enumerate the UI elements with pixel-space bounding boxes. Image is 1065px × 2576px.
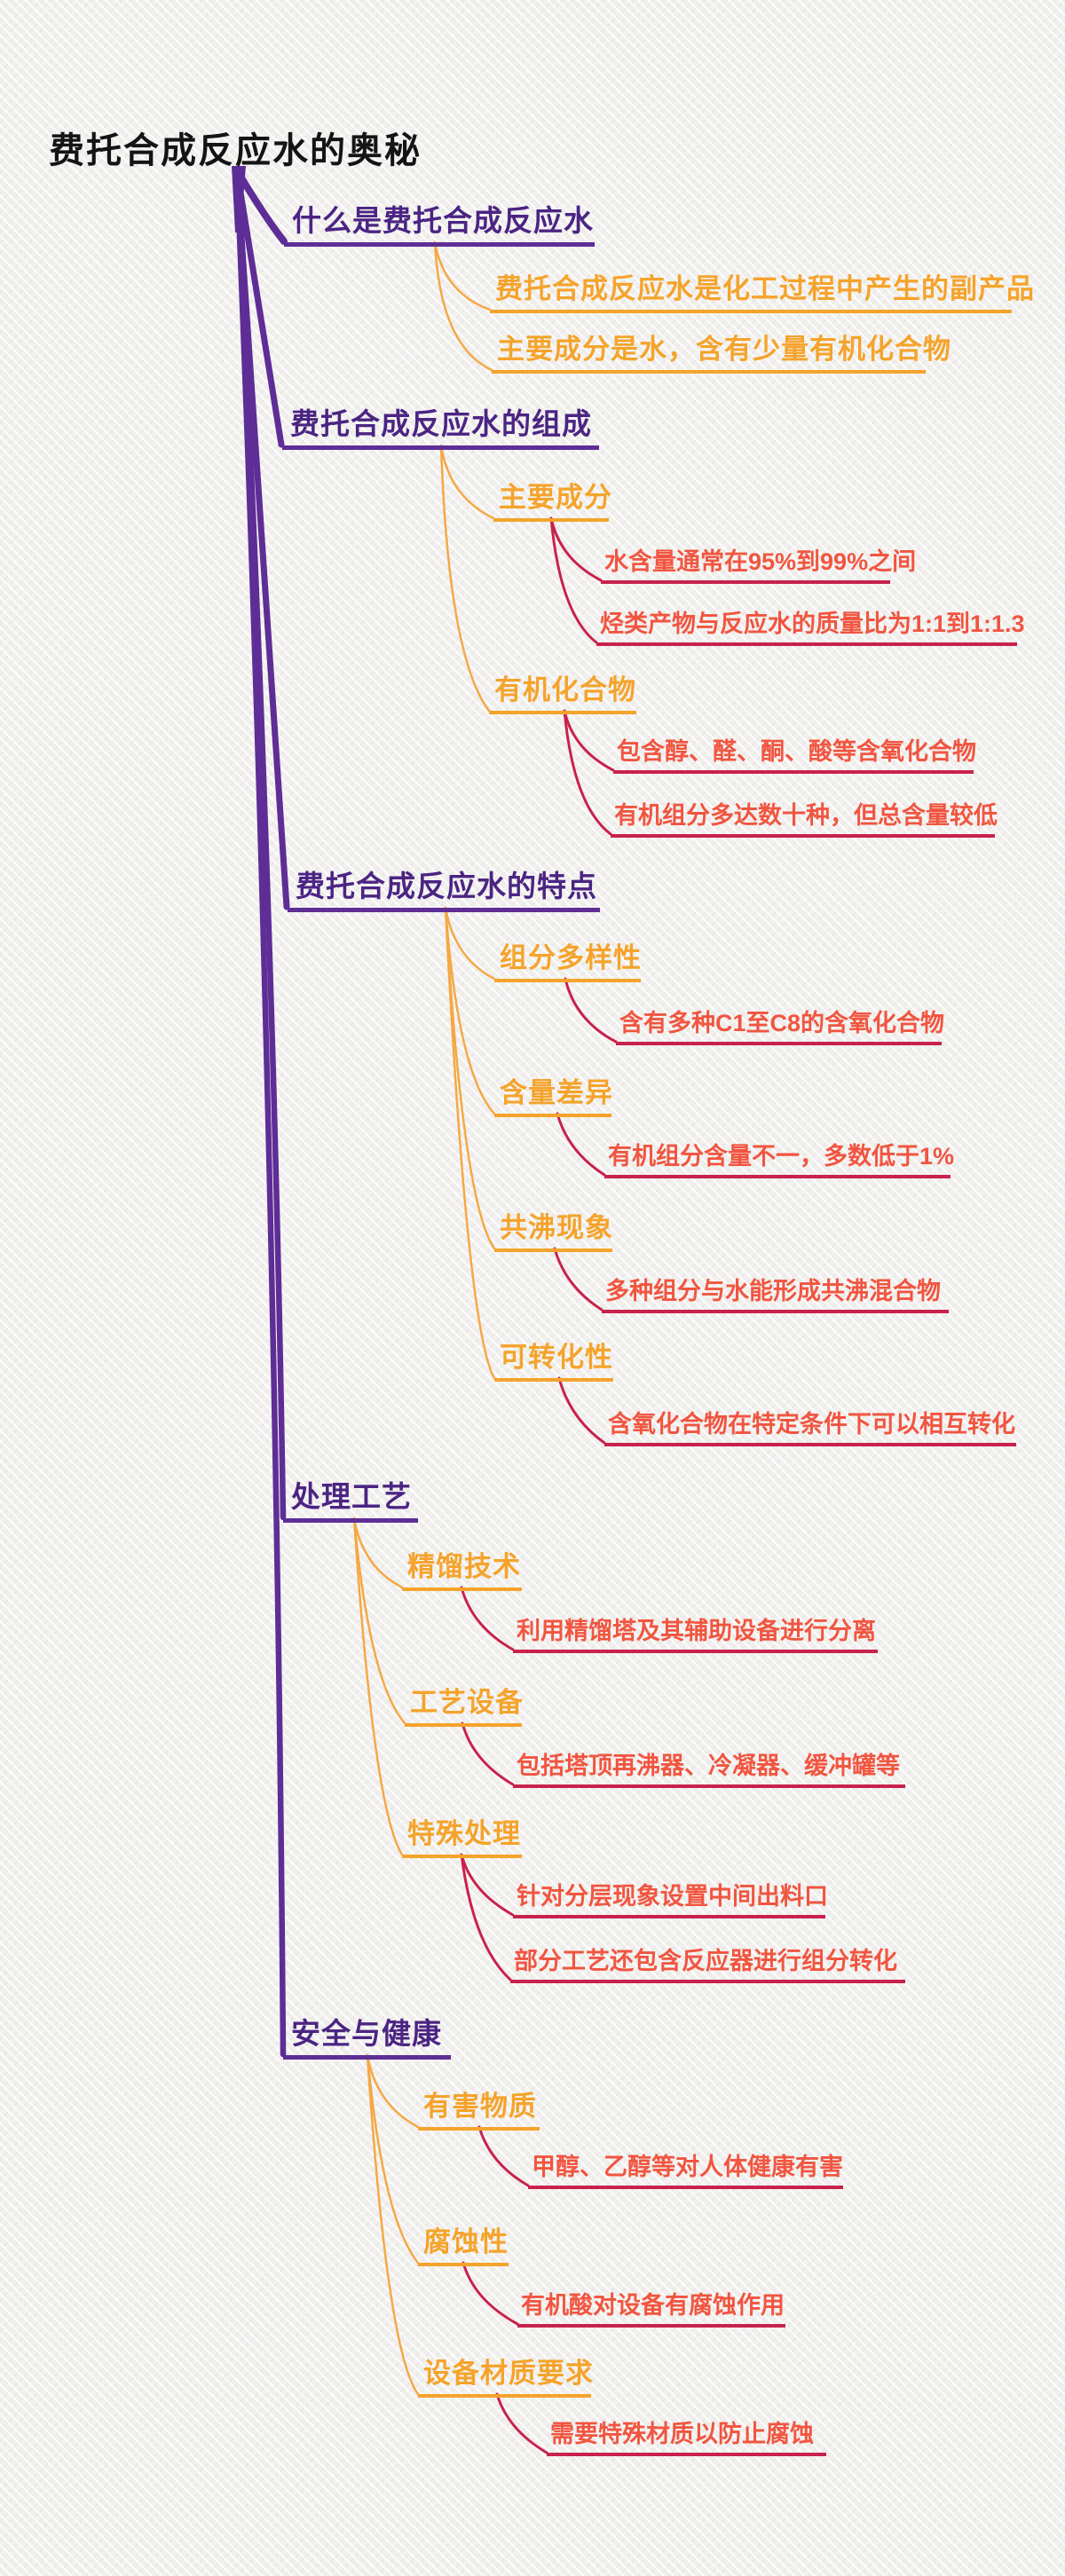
detail-connectors <box>460 516 618 2454</box>
detail-node[interactable]: 部分工艺还包含反应器进行组分转化 <box>510 1950 905 1983</box>
detail-node[interactable]: 有机酸对设备有腐蚀作用 <box>517 2294 785 2328</box>
detail-node[interactable]: 有机组分含量不一，多数低于1% <box>604 1145 954 1178</box>
subtopic-node[interactable]: 腐蚀性 <box>418 2228 509 2266</box>
subtopic-node[interactable]: 工艺设备 <box>405 1689 523 1727</box>
detail-node[interactable]: 多种组分与水能形成共沸混合物 <box>602 1280 949 1313</box>
branch-node[interactable]: 处理工艺 <box>283 1482 418 1523</box>
subtopic-node[interactable]: 有害物质 <box>418 2092 540 2131</box>
detail-node[interactable]: 包含醇、醛、酮、酸等含氧化合物 <box>613 740 976 774</box>
subtopic-node[interactable]: 主要成分是水，含有少量有机化合物 <box>492 335 951 374</box>
subtopic-node[interactable]: 精馏技术 <box>402 1553 522 1591</box>
detail-node[interactable]: 含氧化合物在特定条件下可以相互转化 <box>604 1413 1016 1446</box>
detail-node[interactable]: 利用精馏塔及其辅助设备进行分离 <box>513 1619 878 1653</box>
subtopic-node[interactable]: 主要成分 <box>493 484 611 522</box>
subtopic-node[interactable]: 费托合成反应水是化工过程中产生的副产品 <box>490 275 1034 313</box>
branch-node[interactable]: 费托合成反应水的特点 <box>288 871 600 912</box>
detail-node[interactable]: 水含量通常在95%到99%之间 <box>601 550 916 584</box>
subtopic-node[interactable]: 特殊处理 <box>402 1820 522 1858</box>
branch-connectors <box>233 167 290 2058</box>
detail-node[interactable]: 需要特殊材质以防止腐蚀 <box>547 2422 826 2456</box>
subtopic-node[interactable]: 共沸现象 <box>494 1214 612 1252</box>
branch-node[interactable]: 什么是费托合成反应水 <box>284 206 595 247</box>
detail-node[interactable]: 烃类产物与反应水的质量比为1:1到1:1.3 <box>596 612 1025 646</box>
subtopic-connectors <box>352 240 496 2396</box>
root-topic[interactable]: 费托合成反应水的奥秘 <box>49 131 422 170</box>
detail-node[interactable]: 甲醇、乙醇等对人体健康有害 <box>528 2155 843 2189</box>
branch-node[interactable]: 安全与健康 <box>283 2019 451 2060</box>
branch-node[interactable]: 费托合成反应水的组成 <box>282 409 599 450</box>
detail-node[interactable]: 有机组分多达数十种，但总含量较低 <box>611 804 998 838</box>
subtopic-node[interactable]: 设备材质要求 <box>418 2359 593 2398</box>
subtopic-node[interactable]: 组分多样性 <box>494 944 641 982</box>
subtopic-node[interactable]: 可转化性 <box>494 1343 613 1382</box>
detail-node[interactable]: 含有多种C1至C8的含氧化合物 <box>616 1012 944 1045</box>
detail-node[interactable]: 针对分层现象设置中间出料口 <box>513 1885 828 1918</box>
detail-node[interactable]: 包括塔顶再沸器、冷凝器、缓冲罐等 <box>513 1754 905 1788</box>
subtopic-node[interactable]: 含量差异 <box>494 1079 612 1117</box>
subtopic-node[interactable]: 有机化合物 <box>489 676 636 714</box>
